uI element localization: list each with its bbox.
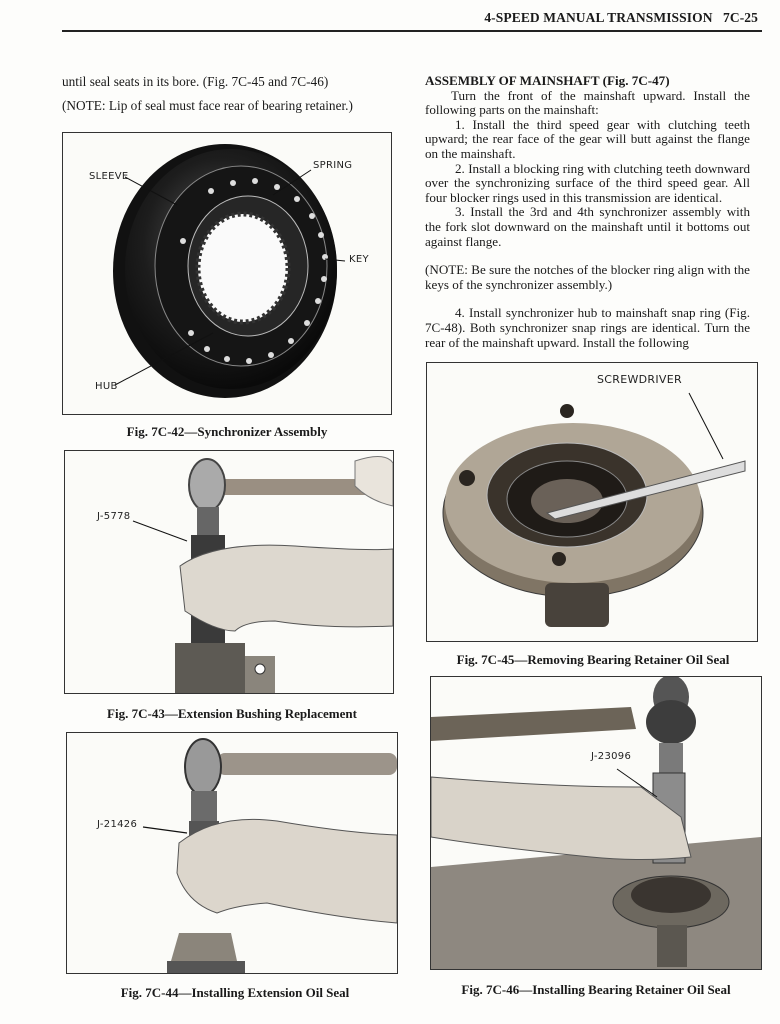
- note: (NOTE: Lip of seal must face rear of bea…: [62, 97, 353, 113]
- installing-seal-photo: [431, 677, 761, 969]
- figure-installing-bearing-retainer-oil-seal: J-23096: [430, 676, 762, 970]
- figure-caption: Fig. 7C-46—Installing Bearing Retainer O…: [461, 982, 731, 997]
- figure-caption: Fig. 7C-42—Synchronizer Assembly: [126, 424, 328, 439]
- step-item: 1. Install the third speed gear with clu…: [425, 116, 750, 161]
- extension-oil-seal-photo: [142, 738, 397, 973]
- figure-installing-extension-oil-seal: J-21426: [66, 732, 398, 974]
- figure-caption: Fig. 7C-44—Installing Extension Oil Seal: [120, 985, 350, 1000]
- note: (NOTE: Be sure the notches of the blocke…: [425, 262, 750, 292]
- bearing-retainer-photo: [442, 392, 746, 627]
- label-tool-j21426: J-21426: [97, 819, 138, 830]
- figure-synchronizer-assembly: SLEEVE SPRING KEY HUB: [62, 132, 392, 415]
- label-sleeve: SLEEVE: [89, 171, 129, 182]
- label-screwdriver: SCREWDRIVER: [597, 373, 682, 386]
- figure-extension-bushing-replacement: J-5778: [64, 450, 394, 694]
- left-text-block: until seal seats in its bore. (Fig. 7C-4…: [62, 74, 402, 113]
- bushing-tool-photo: [132, 456, 393, 693]
- label-tool-j5778: J-5778: [97, 511, 131, 522]
- synchronizer-illustration: [113, 144, 346, 398]
- label-spring: SPRING: [313, 160, 353, 171]
- label-tool-j23096: J-23096: [591, 751, 632, 762]
- page-header-title: 4-SPEED MANUAL TRANSMISSION 7C-25: [484, 10, 758, 25]
- step-item: 4. Install synchronizer hub to mainshaft…: [425, 305, 750, 350]
- step-item: 2. Install a blocking ring with clutchin…: [425, 160, 750, 205]
- figure-removing-bearing-retainer-oil-seal: SCREWDRIVER: [426, 362, 758, 642]
- section-heading: ASSEMBLY OF MAINSHAFT (Fig. 7C-47): [425, 73, 670, 88]
- paragraph: until seal seats in its bore. (Fig. 7C-4…: [62, 74, 329, 89]
- step-item: 3. Install the 3rd and 4th synchronizer …: [425, 204, 750, 249]
- right-text-block: ASSEMBLY OF MAINSHAFT (Fig. 7C-47) Turn …: [425, 73, 750, 350]
- label-hub: HUB: [95, 381, 118, 392]
- header-rule: [62, 30, 762, 32]
- figure-caption: Fig. 7C-45—Removing Bearing Retainer Oil…: [456, 652, 730, 667]
- label-key: KEY: [349, 254, 369, 265]
- paragraph: Turn the front of the mainshaft upward. …: [425, 87, 750, 118]
- figure-caption: Fig. 7C-43—Extension Bushing Replacement: [107, 706, 357, 721]
